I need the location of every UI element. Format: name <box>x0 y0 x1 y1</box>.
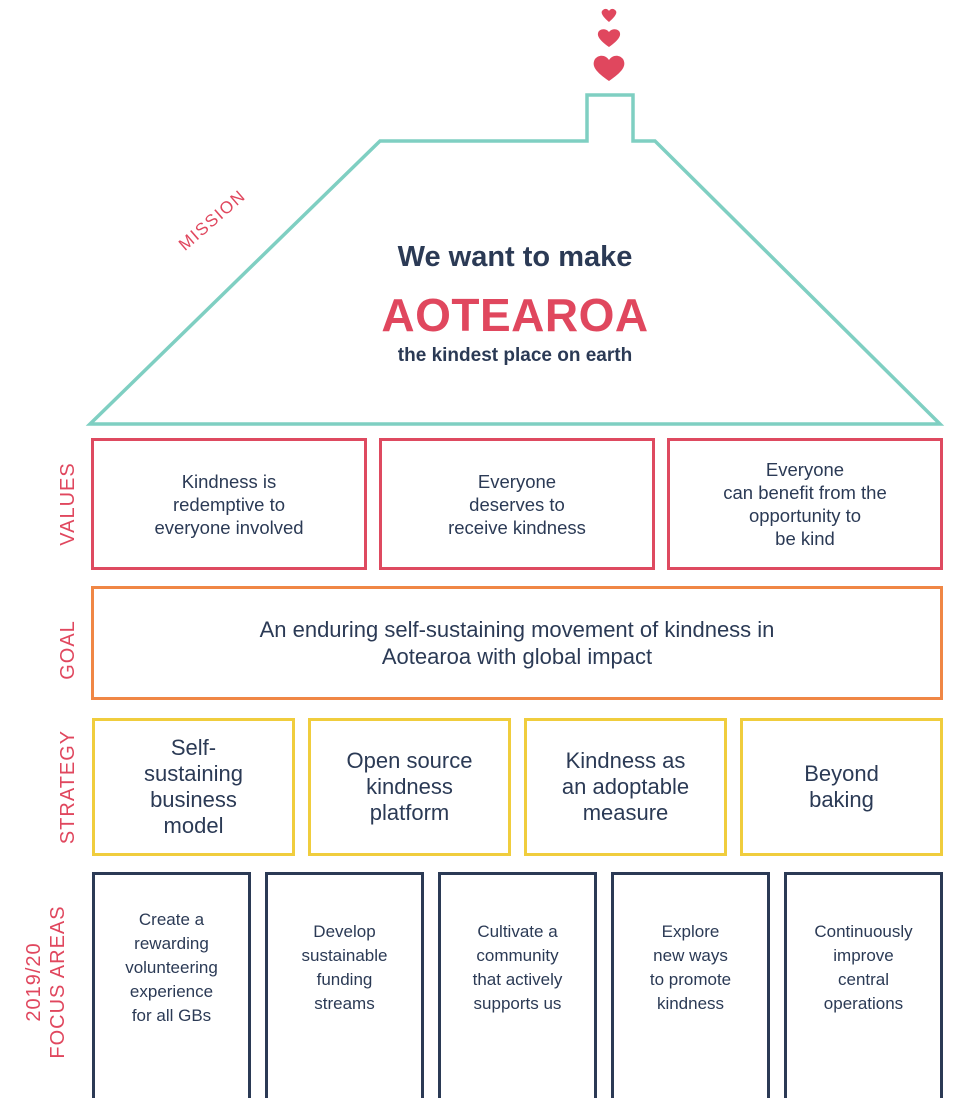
strategy-box: Open source kindness platform <box>308 718 511 856</box>
focus-area-text: Develop sustainable funding streams <box>301 921 388 1013</box>
strategy-text: Self- sustaining business model <box>143 735 244 838</box>
goal-box: An enduring self-sustaining movement of … <box>91 586 943 700</box>
value-box: Everyone can benefit from the opportunit… <box>667 438 943 570</box>
strategy-text: Kindness as an adoptable measure <box>561 748 690 825</box>
value-box: Kindness is redemptive to everyone invol… <box>91 438 367 570</box>
value-box: Everyone deserves to receive kindness <box>379 438 655 570</box>
values-label: VALUES <box>57 462 79 546</box>
focus-area-text: Continuously improve central operations <box>814 921 913 1013</box>
focus-areas-label-line-1: 2019/20 <box>23 942 45 1022</box>
strategy-text: Open source kindness platform <box>346 748 473 825</box>
focus-area-text: Cultivate a community that actively supp… <box>472 921 563 1013</box>
goal-label: GOAL <box>57 620 79 680</box>
strategy-box: Kindness as an adoptable measure <box>524 718 727 856</box>
heart-icon <box>593 55 625 81</box>
heart-icon <box>601 8 617 22</box>
focus-area-box: Explore new ways to promote kindness <box>611 872 770 1098</box>
focus-area-text: Create a rewarding volunteering experien… <box>125 909 218 1025</box>
strategy-box: Beyond baking <box>740 718 943 856</box>
mission-line-2: AOTEAROA <box>381 289 649 341</box>
goal-text: An enduring self-sustaining movement of … <box>259 617 775 669</box>
roof-outline <box>85 93 945 426</box>
focus-area-box: Cultivate a community that actively supp… <box>438 872 597 1098</box>
focus-area-box: Develop sustainable funding streams <box>265 872 424 1098</box>
strategy-box: Self- sustaining business model <box>92 718 295 856</box>
mission-line-1: We want to make <box>397 241 633 273</box>
value-text: Kindness is redemptive to everyone invol… <box>154 470 304 538</box>
heart-icon <box>597 29 621 47</box>
strategy-label: STRATEGY <box>57 729 79 845</box>
value-text: Everyone can benefit from the opportunit… <box>723 459 887 549</box>
focus-areas-label-line-2: FOCUS AREAS <box>47 905 69 1059</box>
focus-area-box: Create a rewarding volunteering experien… <box>92 872 251 1098</box>
focus-areas-label: 2019/20 FOCUS AREAS <box>22 882 70 1082</box>
value-text: Everyone deserves to receive kindness <box>448 470 586 538</box>
focus-area-box: Continuously improve central operations <box>784 872 943 1098</box>
mission-line-3: the kindest place on earth <box>397 345 633 366</box>
strategy-text: Beyond baking <box>804 761 879 812</box>
focus-area-text: Explore new ways to promote kindness <box>649 921 732 1013</box>
